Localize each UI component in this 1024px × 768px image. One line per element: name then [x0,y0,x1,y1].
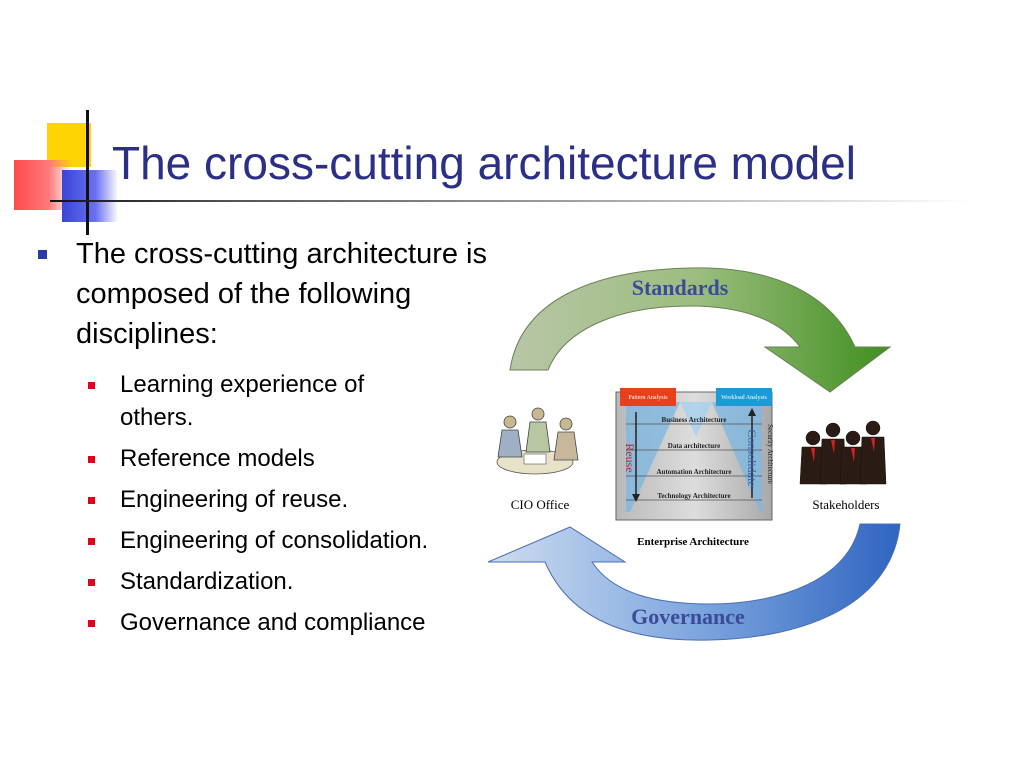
reuse-label: Reuse [623,443,637,472]
layer-label: Business Architecture [662,416,727,424]
stakeholders-illustration [799,420,887,485]
sub-bullet-text: Engineering of consolidation. [120,527,429,554]
stakeholders-label: Stakeholders [812,497,879,512]
cio-office-label: CIO Office [511,497,570,512]
decorative-logo [0,100,140,240]
sub-bullet-item: Engineering of reuse. [38,483,498,516]
bullet-list: The cross-cutting architecture is compos… [38,234,498,647]
governance-label: Governance [631,604,745,629]
yellow-square [47,123,91,167]
slide-title: The cross-cutting architecture model [112,137,856,189]
layer-label: Data architecture [668,442,720,450]
sub-bullet-item: Reference models [38,442,498,475]
governance-arrow [487,523,901,641]
workload-analysis-label: Workload Analysis [721,395,767,401]
sub-bullet-list: Learning experience of others. Reference… [38,368,498,639]
red-bullet-icon [88,620,95,627]
pattern-analysis-tab [620,388,676,406]
diagram-svg: Standards Governance CIO Office [487,267,901,641]
security-architecture-label: Security Architecture [766,424,774,484]
layer-label: Automation Architecture [657,468,732,476]
red-bullet-icon [88,456,95,463]
sub-bullet-item: Engineering of consolidation. [38,524,498,557]
layer-label: Technology Architecture [657,492,730,500]
consolidate-label: Consolidate [745,429,759,486]
sub-bullet-text: Governance and compliance [120,609,426,636]
red-bullet-icon [88,538,95,545]
red-bullet-icon [88,382,95,389]
standards-arrow [509,267,892,393]
sub-bullet-text: Standardization. [120,568,294,595]
sub-bullet-item: Governance and compliance [38,606,498,639]
sub-bullet-item: Learning experience of others. [38,368,498,434]
enterprise-architecture-box [615,391,773,521]
blue-square [62,170,118,222]
architecture-diagram: Standards Governance CIO Office [480,262,920,647]
sub-bullet-text: Learning experience of others. [120,371,365,431]
pattern-analysis-label: Pattern Analysis [628,395,668,401]
enterprise-architecture-caption: Enterprise Architecture [637,536,749,548]
sub-bullet-text: Reference models [120,445,315,472]
workload-analysis-tab [716,388,772,406]
main-bullet-item: The cross-cutting architecture is compos… [38,234,498,354]
cio-office-illustration [496,407,579,475]
sub-bullet-item: Standardization. [38,565,498,598]
standards-label: Standards [632,275,729,300]
title-underline [50,200,970,202]
square-bullet-icon [38,250,47,259]
red-bullet-icon [88,497,95,504]
vertical-rule [86,110,89,235]
red-bullet-icon [88,579,95,586]
main-bullet-text: The cross-cutting architecture is compos… [76,238,487,350]
sub-bullet-text: Engineering of reuse. [120,486,349,513]
